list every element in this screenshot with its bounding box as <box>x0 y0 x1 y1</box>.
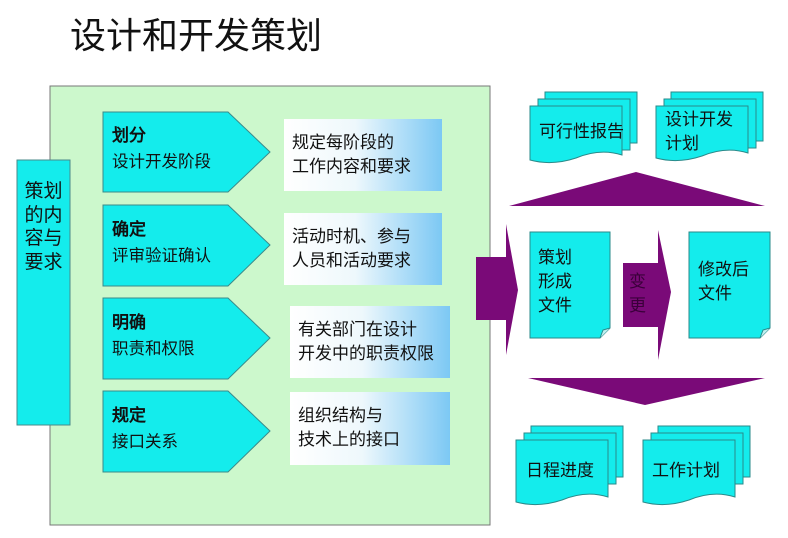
step-detail: 规定每阶段的工作内容和要求 <box>292 133 411 177</box>
up-arrow-triangle <box>509 172 765 206</box>
change-label: 变更 <box>629 272 646 316</box>
step-object: 接口关系 <box>112 432 178 451</box>
detail-box-3 <box>290 306 450 378</box>
step-object: 设计开发阶段 <box>112 152 211 171</box>
side-label: 策划的内容与要求 <box>24 180 63 273</box>
detail-box-2 <box>284 213 442 285</box>
page-title: 设计和开发策划 <box>70 16 323 57</box>
connector-bar <box>476 257 510 320</box>
step-object: 职责和权限 <box>112 339 195 358</box>
doc-stack-schedule <box>515 425 624 506</box>
output-schedule: 日程进度 <box>526 461 594 481</box>
detail-box-1 <box>284 119 442 191</box>
step-detail: 组织结构与技术上的接口 <box>298 406 400 450</box>
step-verb: 规定 <box>112 406 146 426</box>
step-verb: 明确 <box>112 313 146 333</box>
doc-stack-dev-plan <box>655 91 764 162</box>
output-feasibility-report: 可行性报告 <box>539 122 624 142</box>
step-verb: 划分 <box>112 126 146 146</box>
main-arrow <box>506 224 518 355</box>
step-detail: 活动时机、参与人员和活动要求 <box>292 227 411 271</box>
step-object: 评审验证确认 <box>112 246 211 265</box>
step-verb: 确定 <box>112 220 146 240</box>
doc-stack-work-plan <box>642 425 751 506</box>
step-arrow-3 <box>102 297 271 380</box>
change-box <box>623 263 660 327</box>
step-arrow-2 <box>102 204 271 287</box>
output-dev-plan: 设计开发计划 <box>665 110 733 154</box>
step-detail: 有关部门在设计开发中的职责权限 <box>298 320 434 364</box>
step-arrow-4 <box>102 390 271 473</box>
planning-doc-label: 策划形成文件 <box>538 248 572 316</box>
doc-stack-feasibility <box>529 91 638 164</box>
step-arrow-1 <box>102 111 271 193</box>
detail-box-4 <box>290 392 450 465</box>
change-arrow <box>658 230 671 360</box>
revised-doc-label: 修改后文件 <box>698 260 749 304</box>
output-work-plan: 工作计划 <box>652 461 720 481</box>
down-arrow-triangle <box>528 378 765 405</box>
side-label-box <box>16 159 71 426</box>
